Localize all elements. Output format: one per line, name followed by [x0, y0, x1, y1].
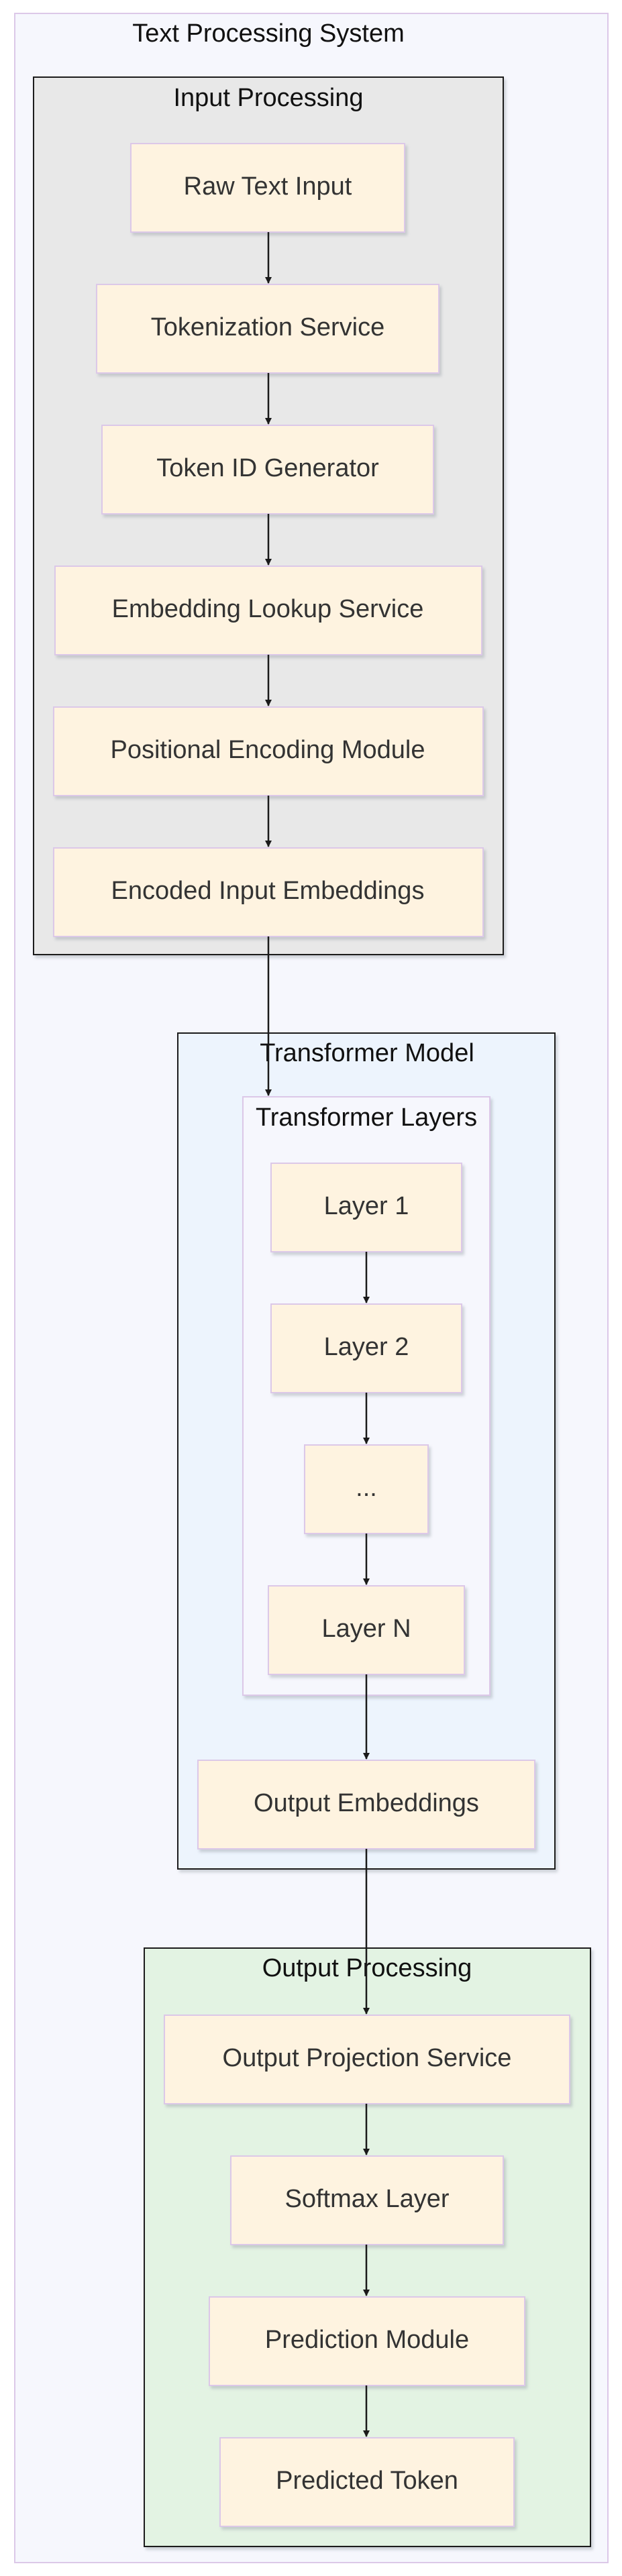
- transformer-model-title: Transformer Model: [260, 1039, 474, 1067]
- node-positional-encoding-module: Positional Encoding Module: [53, 706, 484, 796]
- node-raw-text-input: Raw Text Input: [130, 143, 405, 233]
- edges: [265, 232, 370, 2437]
- node-encoded-input-embeddings: Encoded Input Embeddings: [53, 847, 484, 937]
- node-label: Positional Encoding Module: [111, 736, 425, 764]
- node-label: Layer 2: [324, 1333, 409, 1361]
- node-label: Layer N: [321, 1615, 411, 1643]
- node-layer-ellipsis: ...: [304, 1444, 429, 1534]
- node-layer-2: Layer 2: [270, 1303, 462, 1393]
- node-label: Output Projection Service: [223, 2044, 512, 2072]
- node-output-projection-service: Output Projection Service: [164, 2015, 570, 2104]
- node-label: Prediction Module: [265, 2326, 469, 2354]
- node-label: Layer 1: [324, 1192, 409, 1220]
- node-label: Predicted Token: [276, 2467, 458, 2495]
- node-token-id-generator: Token ID Generator: [101, 425, 434, 515]
- node-tokenization-service: Tokenization Service: [96, 284, 439, 374]
- transformer-layers-title: Transformer Layers: [256, 1104, 477, 1132]
- node-label: Embedding Lookup Service: [112, 595, 424, 623]
- node-label: Raw Text Input: [184, 172, 352, 201]
- node-output-embeddings: Output Embeddings: [197, 1760, 535, 1849]
- node-layer-n: Layer N: [268, 1585, 465, 1675]
- node-softmax-layer: Softmax Layer: [230, 2155, 504, 2245]
- system-title: Text Processing System: [132, 19, 404, 48]
- node-label: Softmax Layer: [285, 2185, 450, 2213]
- node-label: Tokenization Service: [151, 313, 385, 341]
- node-label: ...: [356, 1474, 377, 1502]
- node-layer-1: Layer 1: [270, 1163, 462, 1252]
- node-prediction-module: Prediction Module: [209, 2296, 525, 2386]
- node-label: Encoded Input Embeddings: [111, 877, 425, 905]
- node-predicted-token: Predicted Token: [219, 2437, 515, 2527]
- node-embedding-lookup-service: Embedding Lookup Service: [54, 566, 482, 655]
- input-processing-title: Input Processing: [173, 84, 363, 112]
- node-label: Token ID Generator: [156, 454, 379, 482]
- node-label: Output Embeddings: [254, 1789, 479, 1817]
